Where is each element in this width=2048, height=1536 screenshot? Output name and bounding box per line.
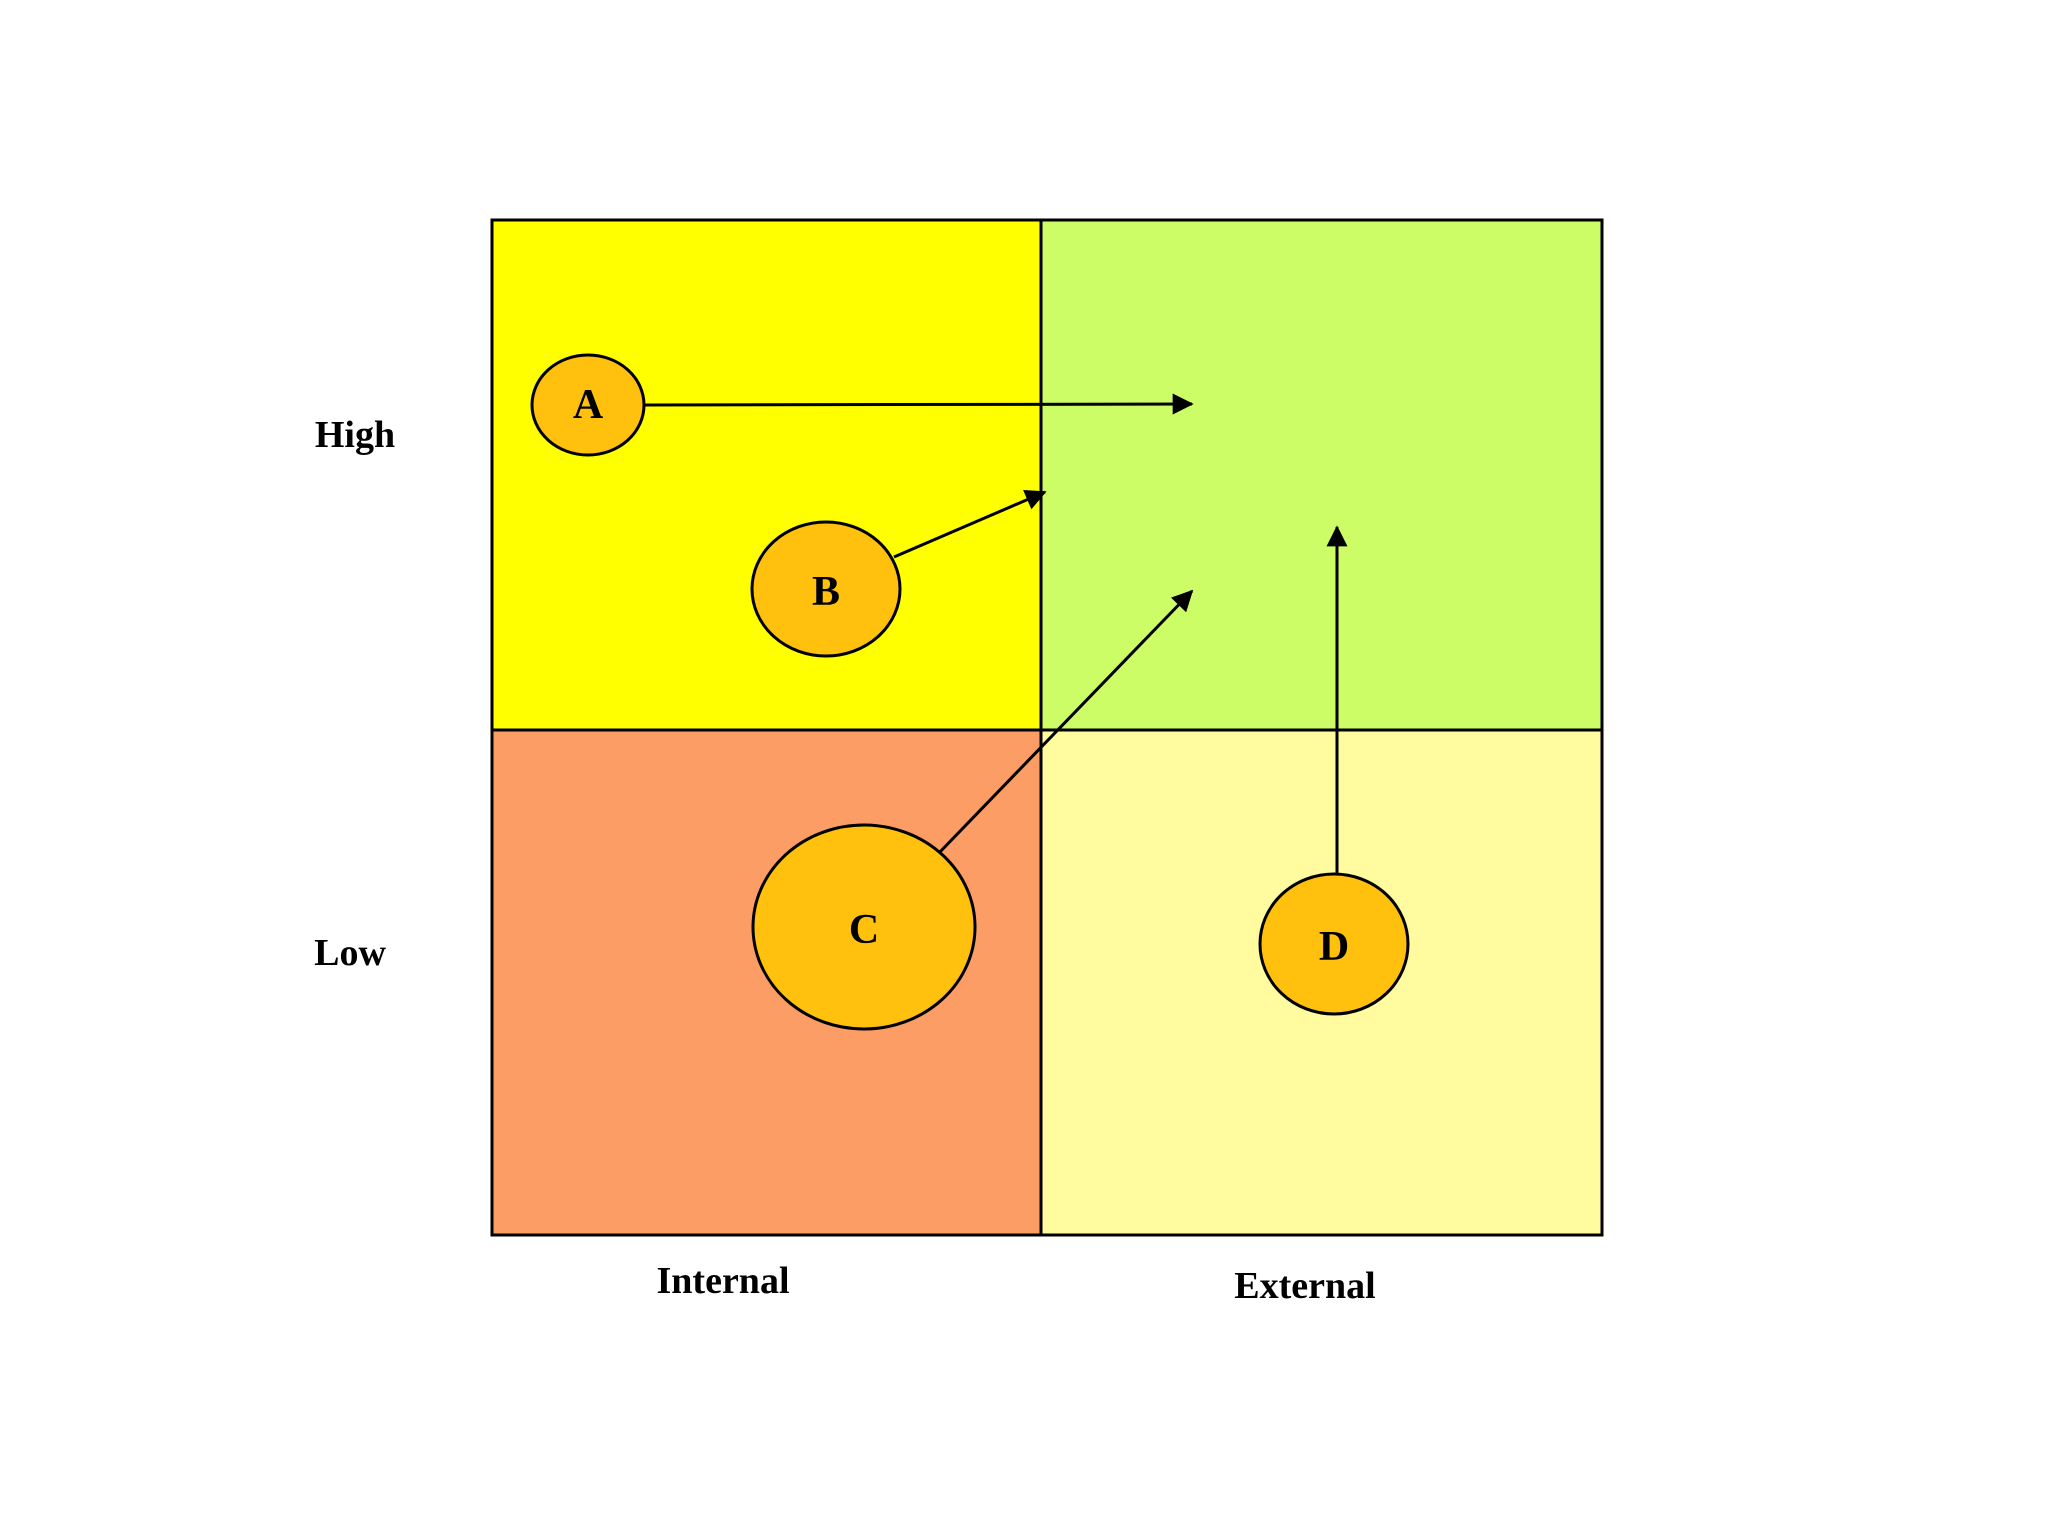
node-circle-c <box>751 823 977 1031</box>
node-label-c: C <box>849 907 879 953</box>
arrow-c-to-external-high <box>936 589 1194 856</box>
matrix-border <box>490 218 1604 1237</box>
axis-label-high: High <box>315 414 395 456</box>
axis-label-internal: Internal <box>657 1260 790 1302</box>
node-label-b: B <box>812 569 840 615</box>
quadrant-top-right <box>1041 220 1602 730</box>
quadrant-top-left <box>492 220 1041 730</box>
node-label-d: D <box>1319 924 1349 970</box>
node-circle-d <box>1258 872 1410 1016</box>
node-circle-b <box>750 520 902 658</box>
arrow-a-to-external <box>644 393 1194 415</box>
node-circle-a <box>530 353 646 457</box>
axis-label-low: Low <box>314 932 386 974</box>
axis-label-external: External <box>1234 1265 1375 1307</box>
node-label-a: A <box>573 382 604 428</box>
arrow-b-to-boundary <box>893 489 1047 559</box>
